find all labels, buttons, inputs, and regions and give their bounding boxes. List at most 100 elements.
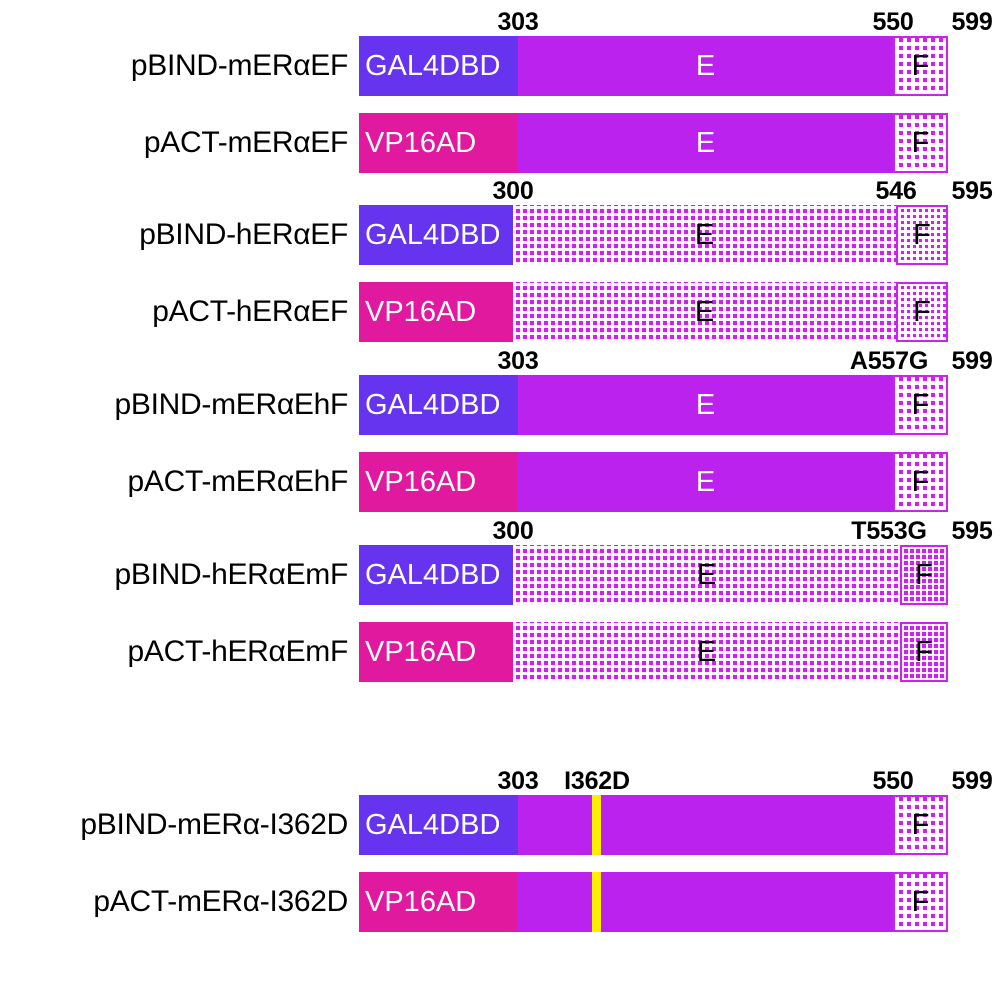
mutation-stripe <box>592 872 601 932</box>
segment-e-domain: E <box>518 36 893 96</box>
position-tick: 300 <box>492 517 534 545</box>
segment-f-domain: F <box>893 375 948 435</box>
position-tick: 599 <box>951 347 993 375</box>
fusion-domain-label: GAL4DBD <box>365 388 501 421</box>
segment-e-domain <box>518 872 893 932</box>
segment-gal4dbd: GAL4DBD <box>359 545 513 605</box>
fusion-domain-label: GAL4DBD <box>365 218 501 251</box>
segment-gal4dbd: GAL4DBD <box>359 375 518 435</box>
position-tick: 303 <box>497 767 539 795</box>
position-tick-row: 300 T553G 595 <box>0 517 1000 545</box>
segment-e-domain: E <box>518 113 893 173</box>
construct-row: pBIND-mERα-I362D GAL4DBD F <box>0 795 1000 855</box>
e-domain-label: E <box>694 295 715 328</box>
fusion-domain-label: GAL4DBD <box>365 808 501 841</box>
f-domain-label: F <box>911 465 930 498</box>
construct-name-label: pACT-mERαEF <box>143 126 348 159</box>
segment-vp16ad: VP16AD <box>359 872 518 932</box>
fusion-domain-label: VP16AD <box>365 885 477 918</box>
construct-row: pBIND-hERαEF GAL4DBD E F <box>0 205 1000 265</box>
construct-bar: VP16AD E F <box>359 113 948 173</box>
segment-f-domain: F <box>893 113 948 173</box>
f-domain-label: F <box>911 49 930 82</box>
construct-name-label: pBIND-hERαEmF <box>114 558 349 591</box>
segment-f-domain: F <box>900 545 948 605</box>
construct-bar: GAL4DBD E F <box>359 205 948 265</box>
construct-bar: GAL4DBD F <box>359 795 948 855</box>
position-tick: 550 <box>872 8 914 36</box>
fusion-domain-label: GAL4DBD <box>365 558 501 591</box>
position-tick: 599 <box>951 767 993 795</box>
position-tick: 595 <box>951 517 993 545</box>
segment-f-domain: F <box>900 622 948 682</box>
position-tick: T553G <box>851 517 927 545</box>
position-tick: 550 <box>872 767 914 795</box>
e-domain-label: E <box>695 465 716 498</box>
construct-row: pACT-mERαEF VP16AD E F <box>0 113 1000 173</box>
construct-bar: GAL4DBD E F <box>359 545 948 605</box>
segment-e-domain: E <box>513 545 900 605</box>
e-domain-label: E <box>694 218 715 251</box>
segment-e-domain: E <box>513 622 900 682</box>
segment-e-domain: E <box>513 282 896 342</box>
fusion-domain-label: VP16AD <box>365 635 477 668</box>
f-domain-label: F <box>911 885 930 918</box>
segment-vp16ad: VP16AD <box>359 282 513 342</box>
position-tick: 303 <box>497 347 539 375</box>
segment-e-domain: E <box>518 452 893 512</box>
position-tick: 599 <box>951 8 993 36</box>
fusion-domain-label: VP16AD <box>365 126 477 159</box>
segment-e-domain <box>518 795 893 855</box>
fusion-domain-label: GAL4DBD <box>365 49 501 82</box>
construct-row: pBIND-hERαEmF GAL4DBD E F <box>0 545 1000 605</box>
mutation-stripe <box>592 795 601 855</box>
construct-bar: VP16AD E F <box>359 452 948 512</box>
construct-name-label: pACT-hERαEmF <box>127 635 349 668</box>
position-tick: 595 <box>951 177 993 205</box>
position-tick: I362D <box>564 767 630 795</box>
segment-vp16ad: VP16AD <box>359 622 513 682</box>
construct-name-label: pACT-mERα-I362D <box>93 885 348 918</box>
e-domain-label: E <box>696 558 717 591</box>
e-domain-label: E <box>695 388 716 421</box>
segment-f-domain: F <box>893 452 948 512</box>
position-tick: A557G <box>849 347 929 375</box>
construct-bar: GAL4DBD E F <box>359 375 948 435</box>
segment-gal4dbd: GAL4DBD <box>359 795 518 855</box>
f-domain-label: F <box>911 808 930 841</box>
f-domain-label: F <box>913 295 931 328</box>
segment-f-domain: F <box>896 205 948 265</box>
position-tick-row: 303 550 599 <box>0 8 1000 36</box>
e-domain-label: E <box>695 126 716 159</box>
position-tick-row: 303 A557G 599 <box>0 347 1000 375</box>
segment-vp16ad: VP16AD <box>359 452 518 512</box>
construct-row: pBIND-mERαEhF GAL4DBD E F <box>0 375 1000 435</box>
fusion-domain-label: VP16AD <box>365 465 477 498</box>
segment-e-domain: E <box>518 375 893 435</box>
segment-f-domain: F <box>893 872 948 932</box>
construct-name-label: pBIND-hERαEF <box>139 218 348 251</box>
position-tick-row: 303 I362D 550 599 <box>0 767 1000 795</box>
construct-name-label: pACT-hERαEF <box>152 295 348 328</box>
position-tick: 303 <box>497 8 539 36</box>
f-domain-label: F <box>911 126 930 159</box>
construct-row: pACT-mERα-I362D VP16AD F <box>0 872 1000 932</box>
construct-name-label: pBIND-mERα-I362D <box>80 808 348 841</box>
segment-e-domain: E <box>513 205 896 265</box>
segment-gal4dbd: GAL4DBD <box>359 36 518 96</box>
construct-bar: VP16AD F <box>359 872 948 932</box>
f-domain-label: F <box>915 558 933 591</box>
construct-name-label: pBIND-mERαEhF <box>114 388 349 421</box>
f-domain-label: F <box>913 218 931 251</box>
fusion-domain-label: VP16AD <box>365 295 477 328</box>
segment-gal4dbd: GAL4DBD <box>359 205 513 265</box>
construct-bar: VP16AD E F <box>359 282 948 342</box>
segment-vp16ad: VP16AD <box>359 113 518 173</box>
f-domain-label: F <box>911 388 930 421</box>
